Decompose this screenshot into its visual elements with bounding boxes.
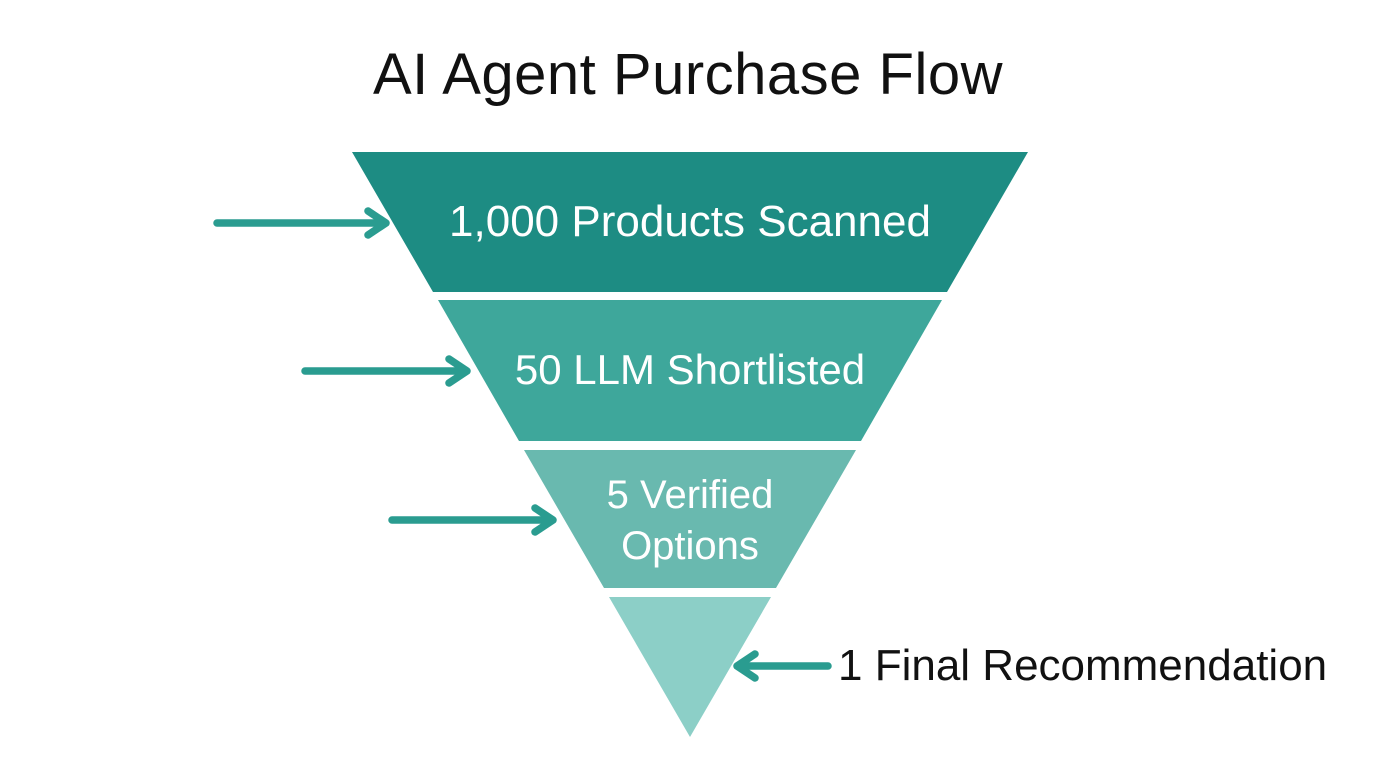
arrow-stage-3-icon	[388, 504, 557, 536]
page-title: AI Agent Purchase Flow	[373, 42, 1003, 107]
funnel-stage-shape-2	[438, 300, 942, 441]
funnel-stage-shape-3	[524, 450, 856, 588]
funnel-stage-label-4: 1 Final Recommendation	[838, 641, 1328, 690]
funnel-stage-label-1: 1,000 Products Scanned	[449, 197, 931, 246]
funnel-stage-shape-4	[609, 597, 771, 737]
arrow-stage-4-icon	[733, 650, 832, 682]
funnel-stage-label-3: 5 Verified Options	[606, 473, 774, 568]
funnel-stage-shape-1	[352, 152, 1028, 292]
arrow-stage-1-icon	[213, 207, 390, 239]
funnel-stage-label-2: 50 LLM Shortlisted	[514, 346, 866, 393]
arrow-stage-2-icon	[301, 355, 471, 387]
